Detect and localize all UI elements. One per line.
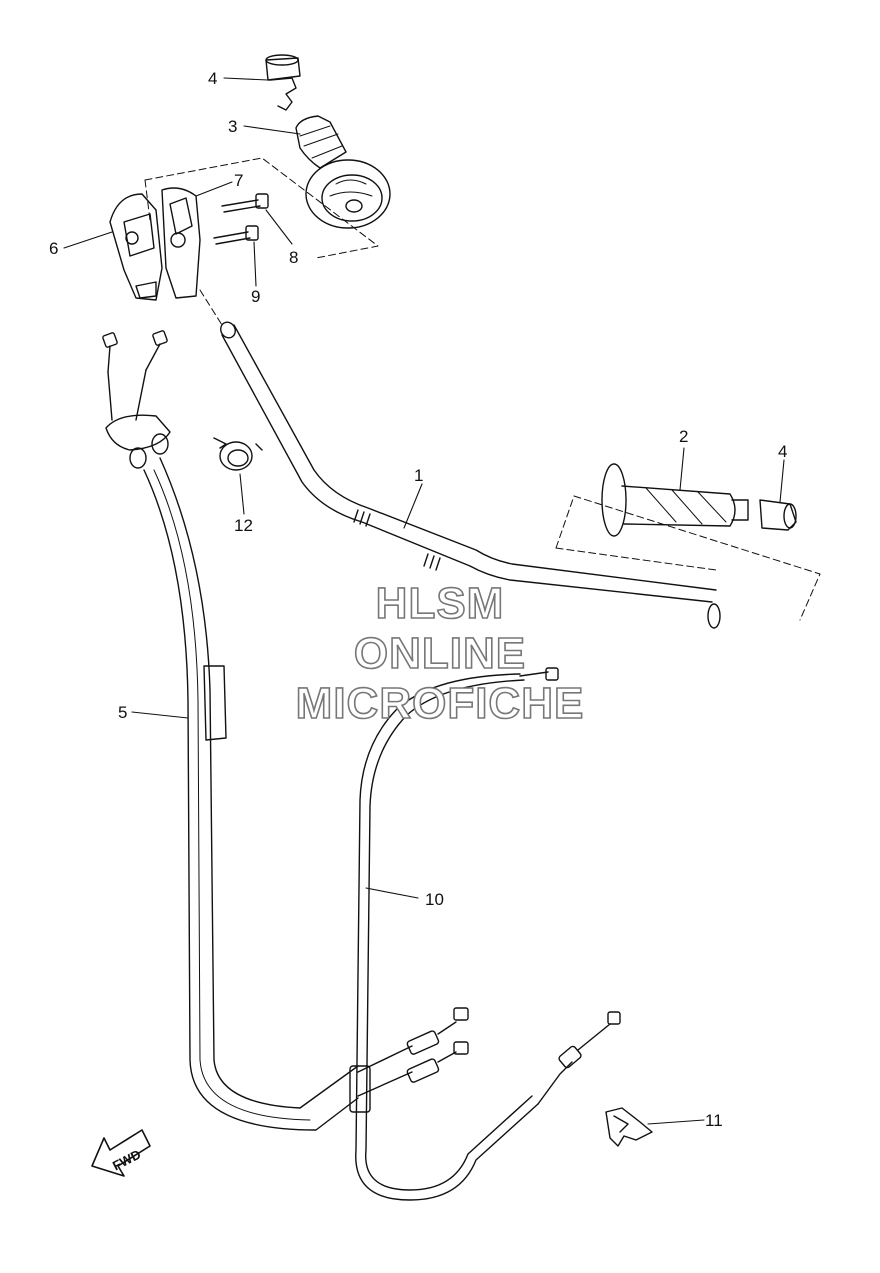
clutch-cable bbox=[349, 667, 621, 1201]
left-grip-assembly bbox=[144, 54, 391, 326]
cable-clamp bbox=[213, 437, 263, 471]
cable-clip bbox=[605, 1107, 653, 1147]
callout-9: 9 bbox=[251, 287, 261, 306]
callout-8: 8 bbox=[289, 248, 299, 267]
callout-10: 10 bbox=[425, 890, 444, 909]
callout-2: 2 bbox=[679, 427, 689, 446]
watermark-line-1: HLSM bbox=[375, 579, 505, 628]
right-grip-assembly bbox=[555, 463, 821, 621]
callout-4-right: 4 bbox=[778, 442, 788, 461]
callout-6: 6 bbox=[49, 239, 59, 258]
callout-7: 7 bbox=[234, 171, 244, 190]
throttle-cables bbox=[102, 330, 469, 1131]
callout-3: 3 bbox=[228, 117, 238, 136]
throttle-housing bbox=[109, 193, 163, 301]
callout-5: 5 bbox=[118, 703, 128, 722]
callout-12: 12 bbox=[234, 516, 253, 535]
watermark-line-3: MICROFICHE bbox=[295, 679, 585, 728]
leader-lines bbox=[63, 77, 785, 1125]
callout-11: 11 bbox=[705, 1111, 723, 1130]
callout-1: 1 bbox=[414, 466, 424, 485]
watermark-line-2: ONLINE bbox=[353, 629, 527, 678]
handlebar bbox=[220, 321, 721, 629]
callout-4-top: 4 bbox=[208, 69, 218, 88]
fwd-arrow bbox=[91, 1129, 151, 1177]
